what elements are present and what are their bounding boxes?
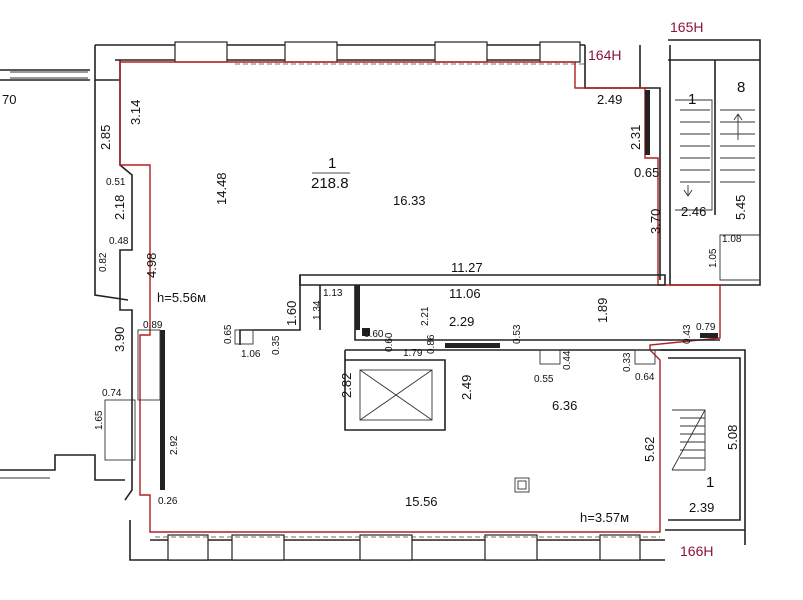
dim-15-56: 15.56 [405, 494, 438, 509]
dim-16-33: 16.33 [393, 193, 426, 208]
dim-5-62: 5.62 [642, 437, 657, 462]
dim-0-89: 0.89 [143, 320, 163, 331]
dim-2-18: 2.18 [112, 195, 127, 220]
dim-5-45: 5.45 [733, 195, 748, 220]
window-top-3 [434, 41, 488, 63]
room-main-number: 1 [328, 155, 336, 172]
dim-1-08: 1.08 [722, 234, 742, 245]
dim-0-51: 0.51 [106, 177, 126, 188]
dim-0-65-left: 0.65 [223, 324, 234, 344]
room-main-area: 218.8 [311, 175, 349, 192]
tag-165: 165Н [670, 19, 703, 35]
dim-1-34: 1.34 [312, 300, 323, 320]
dim-0-60-a: 0.60 [364, 329, 384, 340]
dim-0-44: 0.44 [562, 350, 573, 370]
dim-0-60-b: 0.60 [384, 332, 395, 352]
window-bottom-2 [231, 534, 285, 561]
tag-164: 164Н [588, 47, 621, 63]
dim-0-26: 0.26 [158, 496, 178, 507]
dim-1-89: 1.89 [595, 298, 610, 323]
dim-0-48: 0.48 [109, 236, 129, 247]
dim-1-60: 1.60 [284, 301, 299, 326]
edge-left-label: 70 [2, 92, 16, 107]
dim-0-74: 0.74 [102, 388, 122, 399]
window-bottom-1 [167, 534, 209, 561]
dim-2-39: 2.39 [689, 500, 714, 515]
dim-2-49-mid: 2.49 [459, 375, 474, 400]
dim-4-98: 4.98 [144, 253, 159, 278]
dim-11-06: 11.06 [449, 286, 481, 301]
window-bottom-3 [359, 534, 413, 561]
dim-3-70: 3.70 [648, 209, 663, 234]
window-top-1 [174, 41, 228, 63]
dim-11-27: 11.27 [451, 260, 483, 275]
dim-2-29: 2.29 [449, 314, 474, 329]
dim-2-82: 2.82 [339, 373, 354, 398]
room-bottom-right-number: 1 [706, 474, 714, 491]
dim-0-33: 0.33 [622, 352, 633, 372]
dim-0-79: 0.79 [696, 322, 716, 333]
dim-1-79: 1.79 [403, 348, 423, 359]
height-main: h=5.56м [157, 290, 206, 305]
dim-3-14: 3.14 [128, 100, 143, 125]
room-right-number-b: 8 [737, 79, 745, 96]
dim-2-92: 2.92 [169, 435, 180, 455]
room-right-number-a: 1 [688, 91, 696, 108]
dim-3-90: 3.90 [112, 327, 127, 352]
dim-1-05: 1.05 [708, 248, 719, 268]
dim-0-55: 0.55 [534, 374, 554, 385]
dim-5-08: 5.08 [725, 425, 740, 450]
window-top-4 [539, 41, 581, 63]
exterior-walls [0, 39, 761, 561]
dim-1-65: 1.65 [94, 410, 105, 430]
window-top-2 [284, 41, 338, 63]
dim-2-49-top: 2.49 [597, 92, 622, 107]
dim-0-53: 0.53 [512, 324, 523, 344]
dim-2-85: 2.85 [98, 125, 113, 150]
dimensions: 2.85 3.14 0.51 2.18 0.48 0.82 4.98 14.48… [94, 92, 748, 515]
dim-0-86: 0.86 [426, 334, 437, 354]
window-bottom-4 [484, 534, 538, 561]
dim-2-21: 2.21 [420, 306, 431, 326]
dim-2-46: 2.46 [681, 204, 706, 219]
dim-0-64: 0.64 [635, 372, 655, 383]
dim-2-31: 2.31 [628, 125, 643, 150]
tag-166: 166Н [680, 543, 713, 559]
dim-14-48: 14.48 [214, 172, 229, 205]
dim-0-43: 0.43 [682, 324, 693, 344]
interior-walls [104, 90, 755, 545]
dim-0-65-right: 0.65 [634, 165, 659, 180]
dim-0-82: 0.82 [98, 252, 109, 272]
dim-0-35: 0.35 [271, 335, 282, 355]
dim-1-13: 1.13 [323, 288, 343, 299]
window-bottom-5 [599, 534, 641, 561]
dim-6-36: 6.36 [552, 398, 577, 413]
height-lower: h=3.57м [580, 510, 629, 525]
dim-1-06: 1.06 [241, 349, 261, 360]
